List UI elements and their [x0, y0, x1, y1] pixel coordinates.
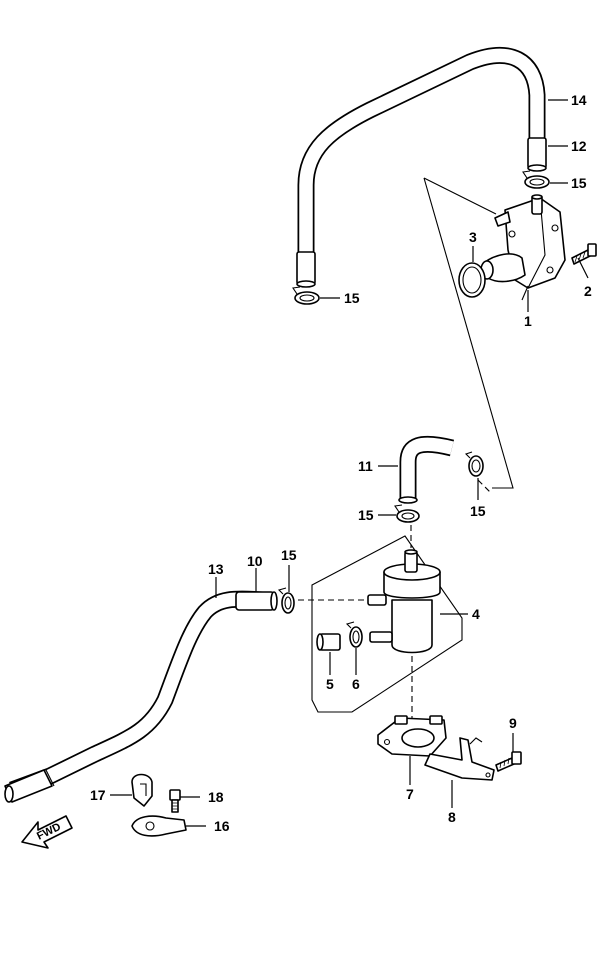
- callout-15-elbow: 15: [470, 503, 486, 519]
- leader-lines: [110, 99, 589, 827]
- callout-2: 2: [584, 283, 592, 299]
- hose-clip-filter-top[interactable]: [394, 504, 420, 523]
- callout-numbers: 14 12 15 3 2 1 15 11 15 15 15 10 13 4 5 …: [90, 92, 592, 834]
- callout-15-filter-top: 15: [358, 507, 374, 523]
- clamp-bolt[interactable]: [169, 789, 181, 813]
- callout-18: 18: [208, 789, 224, 805]
- filter-bracket[interactable]: [377, 715, 447, 757]
- mounting-bracket[interactable]: [424, 737, 495, 781]
- elbow-hose[interactable]: [398, 435, 455, 504]
- callout-17: 17: [90, 787, 106, 803]
- callout-6: 6: [352, 676, 360, 692]
- callout-4: 4: [472, 606, 480, 622]
- callout-10: 10: [247, 553, 263, 569]
- callout-5: 5: [326, 676, 334, 692]
- hose-clip-upper-left[interactable]: [292, 286, 320, 305]
- hose-clip-upper-right[interactable]: [522, 170, 550, 189]
- assembly-outline-upper: [423, 177, 529, 489]
- fuel-pump[interactable]: [480, 194, 566, 289]
- callout-7: 7: [406, 786, 414, 802]
- hose-clip-elbow[interactable]: [464, 451, 484, 477]
- callout-15-upper-right: 15: [571, 175, 587, 191]
- pump-bolt[interactable]: [571, 243, 597, 265]
- bracket-bolt[interactable]: [495, 751, 522, 772]
- hose-clip-filter-side[interactable]: [277, 587, 295, 614]
- callout-11: 11: [358, 458, 373, 474]
- o-ring[interactable]: [458, 262, 486, 298]
- lower-fuel-hose[interactable]: [4, 590, 278, 803]
- filter-sleeve[interactable]: [316, 633, 341, 651]
- callout-9: 9: [509, 715, 517, 731]
- callout-3: 3: [469, 229, 477, 245]
- callout-13: 13: [208, 561, 224, 577]
- hose-clamp[interactable]: [131, 773, 153, 807]
- fuel-filter[interactable]: [367, 549, 441, 654]
- callout-8: 8: [448, 809, 456, 825]
- filter-assembly-outline: [311, 535, 463, 713]
- callout-14: 14: [571, 92, 587, 108]
- callout-12: 12: [571, 138, 587, 154]
- bracket-clip[interactable]: [131, 815, 187, 837]
- forward-arrow-icon: FWD: [21, 815, 73, 849]
- filter-clip[interactable]: [345, 621, 363, 648]
- callout-1: 1: [524, 313, 532, 329]
- upper-fuel-hose[interactable]: [296, 46, 547, 288]
- callout-16: 16: [214, 818, 230, 834]
- callout-15-filter-side: 15: [281, 547, 297, 563]
- dashed-line-elbow: [477, 479, 491, 493]
- callout-15-upper-left: 15: [344, 290, 360, 306]
